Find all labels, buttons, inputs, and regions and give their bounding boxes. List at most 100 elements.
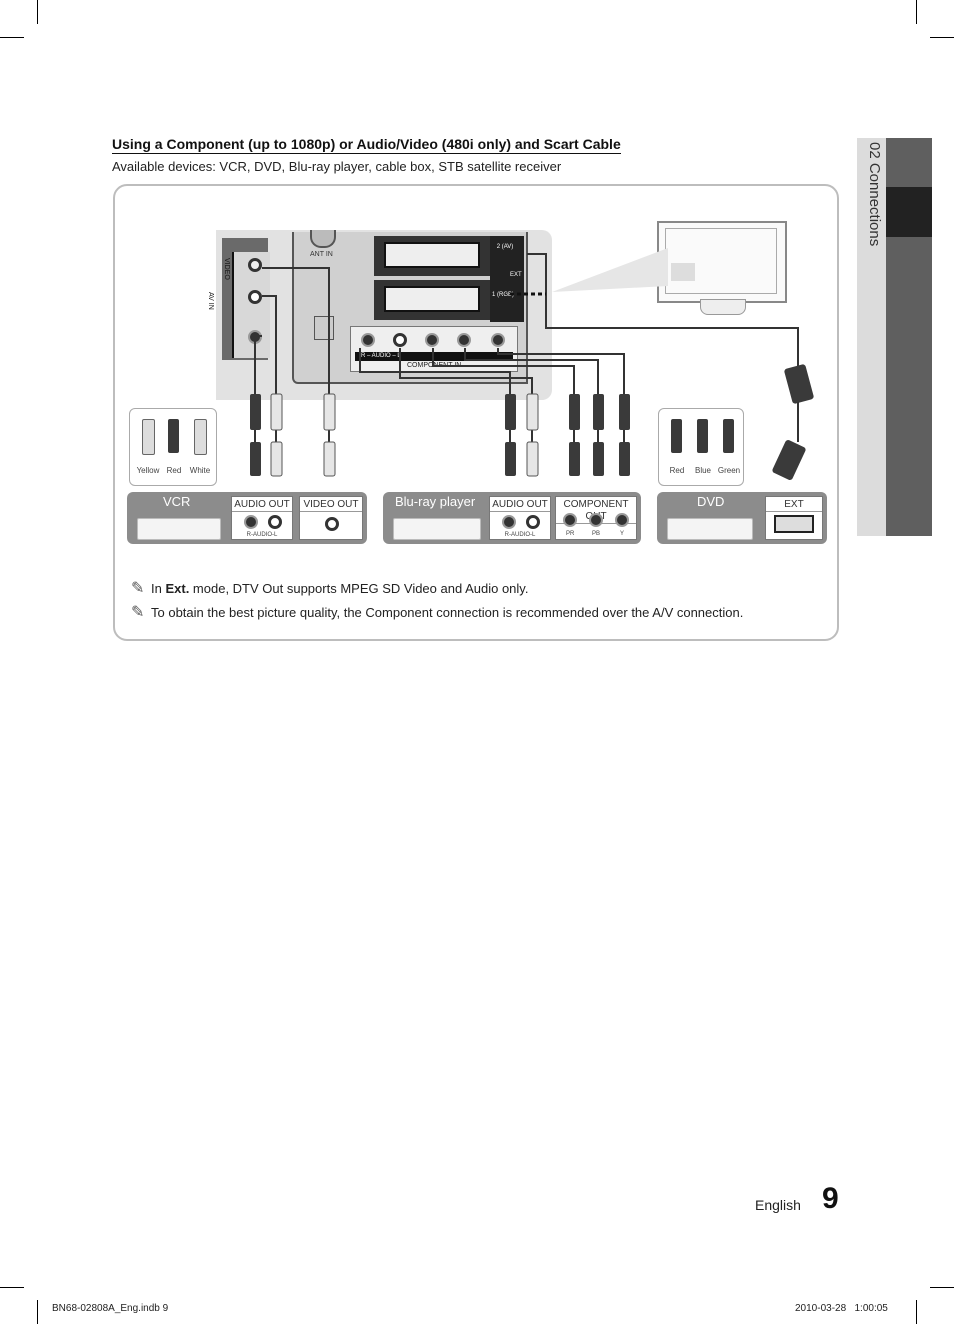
vcr-video-jack <box>325 517 339 531</box>
note-text: mode, DTV Out supports MPEG SD Video and… <box>189 581 529 596</box>
cable-comp-pr <box>432 348 575 398</box>
dvd-name: DVD <box>697 494 725 509</box>
bluray-y-label: Y <box>620 531 625 537</box>
cable-comp-pb <box>464 348 599 398</box>
av-in-label-text: AV IN <box>207 292 214 310</box>
vcr-video-out: VIDEO OUT <box>299 496 363 540</box>
plug <box>569 442 580 476</box>
crop-mark <box>930 1287 954 1288</box>
page-number: 9 <box>822 1182 839 1215</box>
bluray-pr-label: PR <box>566 531 575 537</box>
scart-ext2-connector <box>374 236 490 276</box>
plug <box>323 393 336 431</box>
note-component-recommended: ✎To obtain the best picture quality, the… <box>131 602 743 622</box>
connection-diagram-frame <box>113 184 839 641</box>
cable-av-lower <box>254 430 330 455</box>
red-plug <box>168 419 179 453</box>
plug <box>593 442 604 476</box>
tab-active-marker <box>886 187 932 237</box>
plug <box>505 442 516 476</box>
crop-mark <box>0 37 24 38</box>
note-pencil-icon: ✎ <box>131 604 145 621</box>
yellow-plug <box>142 419 155 455</box>
comp-y-jack <box>491 333 505 347</box>
cable-comp-audio-l <box>399 348 533 398</box>
blue-plug <box>697 419 708 453</box>
component-cable-color-key: Red Blue Green <box>658 408 744 486</box>
green-plug <box>723 419 734 453</box>
comp-pb-jack <box>457 333 471 347</box>
plug <box>270 393 283 431</box>
red-plug <box>671 419 682 453</box>
scart-ext1-connector <box>374 280 490 320</box>
plug <box>526 441 539 477</box>
dvd-ext-port: EXT <box>765 496 823 540</box>
crop-mark <box>37 0 38 24</box>
plug <box>505 394 516 430</box>
tv-callout-wedge <box>552 248 668 292</box>
bluray-illustration <box>393 518 481 540</box>
plug <box>593 394 604 430</box>
dvd-device: DVD EXT <box>657 492 827 544</box>
av-in-panel <box>232 252 270 358</box>
component-audio-label: R – AUDIO – L <box>361 353 401 359</box>
plug <box>250 442 261 476</box>
vcr-audio-out-label: AUDIO OUT <box>232 499 292 512</box>
av-in-label: VIDEO <box>218 258 230 354</box>
bluray-component-out: COMPONENT OUT PR PB Y <box>555 496 637 540</box>
note-ext-mode: ✎In Ext. mode, DTV Out supports MPEG SD … <box>131 578 528 598</box>
av-audio-l-jack <box>248 290 262 304</box>
vcr-audio-l-jack <box>268 515 282 529</box>
swatch-label-white: White <box>189 466 211 475</box>
crop-mark <box>916 0 917 24</box>
vcr-video-out-label: VIDEO OUT <box>300 499 362 512</box>
bluray-pb-label: PB <box>592 531 601 537</box>
bluray-pb-jack <box>589 513 603 527</box>
note-pencil-icon: ✎ <box>131 580 145 597</box>
note-bold: Ext. <box>165 581 190 596</box>
scart-plug-top <box>784 364 814 404</box>
vcr-illustration <box>137 518 221 540</box>
swatch-label-red: Red <box>669 466 685 475</box>
comp-pr-jack <box>425 333 439 347</box>
available-devices-text: Available devices: VCR, DVD, Blu-ray pla… <box>112 159 562 174</box>
vcr-audio-sub: R-AUDIO-L <box>246 532 278 538</box>
av-in-title: AV IN <box>207 292 214 310</box>
plug <box>250 394 261 430</box>
plug <box>323 441 336 477</box>
print-file-name: BN68-02808A_Eng.indb 9 <box>52 1303 169 1314</box>
bluray-audio-l-jack <box>526 515 540 529</box>
cable-av-audio-r <box>254 335 262 398</box>
av-cable-color-key: Yellow Red White <box>129 408 217 486</box>
ext-1-label: 1 (RGB) <box>491 292 514 298</box>
page-language: English <box>755 1197 801 1213</box>
crop-mark <box>916 1300 917 1324</box>
dvd-ext-label: EXT <box>766 499 822 512</box>
chapter-side-tab: 02 Connections <box>857 138 932 536</box>
crop-mark <box>0 1287 24 1288</box>
cable-diagram <box>250 248 814 480</box>
bluray-audio-out: AUDIO OUT R-AUDIO-L <box>489 496 551 540</box>
swatch-label-blue: Blue <box>694 466 711 475</box>
crop-mark <box>37 1300 38 1324</box>
cable-comp-audio <box>359 348 511 398</box>
vcr-audio-out: AUDIO OUT R-AUDIO-L <box>231 496 293 540</box>
cable-scart <box>527 253 799 370</box>
swatch-label-yellow: Yellow <box>136 466 160 475</box>
bluray-audio-out-label: AUDIO OUT <box>490 499 550 512</box>
print-timestamp: 2010-03-28 1:00:05 <box>795 1303 888 1314</box>
av-video-label: VIDEO <box>223 258 230 280</box>
bluray-name: Blu-ray player <box>395 494 476 509</box>
cable-comp-y <box>497 348 625 398</box>
tv-stand <box>700 299 746 315</box>
cable-av-audio-l <box>262 295 277 398</box>
swatch-label-green: Green <box>717 466 741 475</box>
swatch-label-red: Red <box>166 466 182 475</box>
vcr-audio-r-jack <box>244 515 258 529</box>
plug <box>270 441 283 477</box>
vcr-device: VCR AUDIO OUT R-AUDIO-L VIDEO OUT <box>127 492 367 544</box>
bluray-audio-r-jack <box>502 515 516 529</box>
vcr-name: VCR <box>163 494 191 509</box>
bluray-pr-jack <box>563 513 577 527</box>
scart-plug-bottom <box>772 440 806 480</box>
